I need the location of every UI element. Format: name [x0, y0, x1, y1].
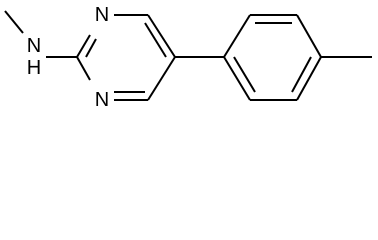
bond-ph-c1-c2: [223, 14, 251, 58]
bond-c2-n1-double: [85, 38, 97, 58]
chemical-structure-diagram: N H N N: [4, 4, 372, 111]
atom-label-amine-h: H: [27, 57, 41, 79]
bond-ph-c6-c1: [223, 56, 251, 101]
bond-ph-c4-c5: [296, 56, 322, 101]
bond-ph-c6-c1-double: [233, 56, 256, 93]
bond-c2-n1: [76, 34, 91, 58]
bond-ph-c4-c5-double: [291, 56, 312, 93]
atom-label-ring-n-bottom: N: [95, 89, 109, 111]
atom-label-amine-n: N: [27, 35, 41, 57]
bond-methyl-nh: [4, 10, 24, 34]
bond-c6-c5: [147, 14, 176, 58]
bond-c6-c5-double: [144, 22, 167, 58]
bond-n3-c2: [76, 56, 91, 81]
atom-label-ring-n-top: N: [95, 4, 109, 26]
bond-c5-c4: [147, 56, 176, 101]
bond-ph-c3-c4: [296, 14, 322, 58]
